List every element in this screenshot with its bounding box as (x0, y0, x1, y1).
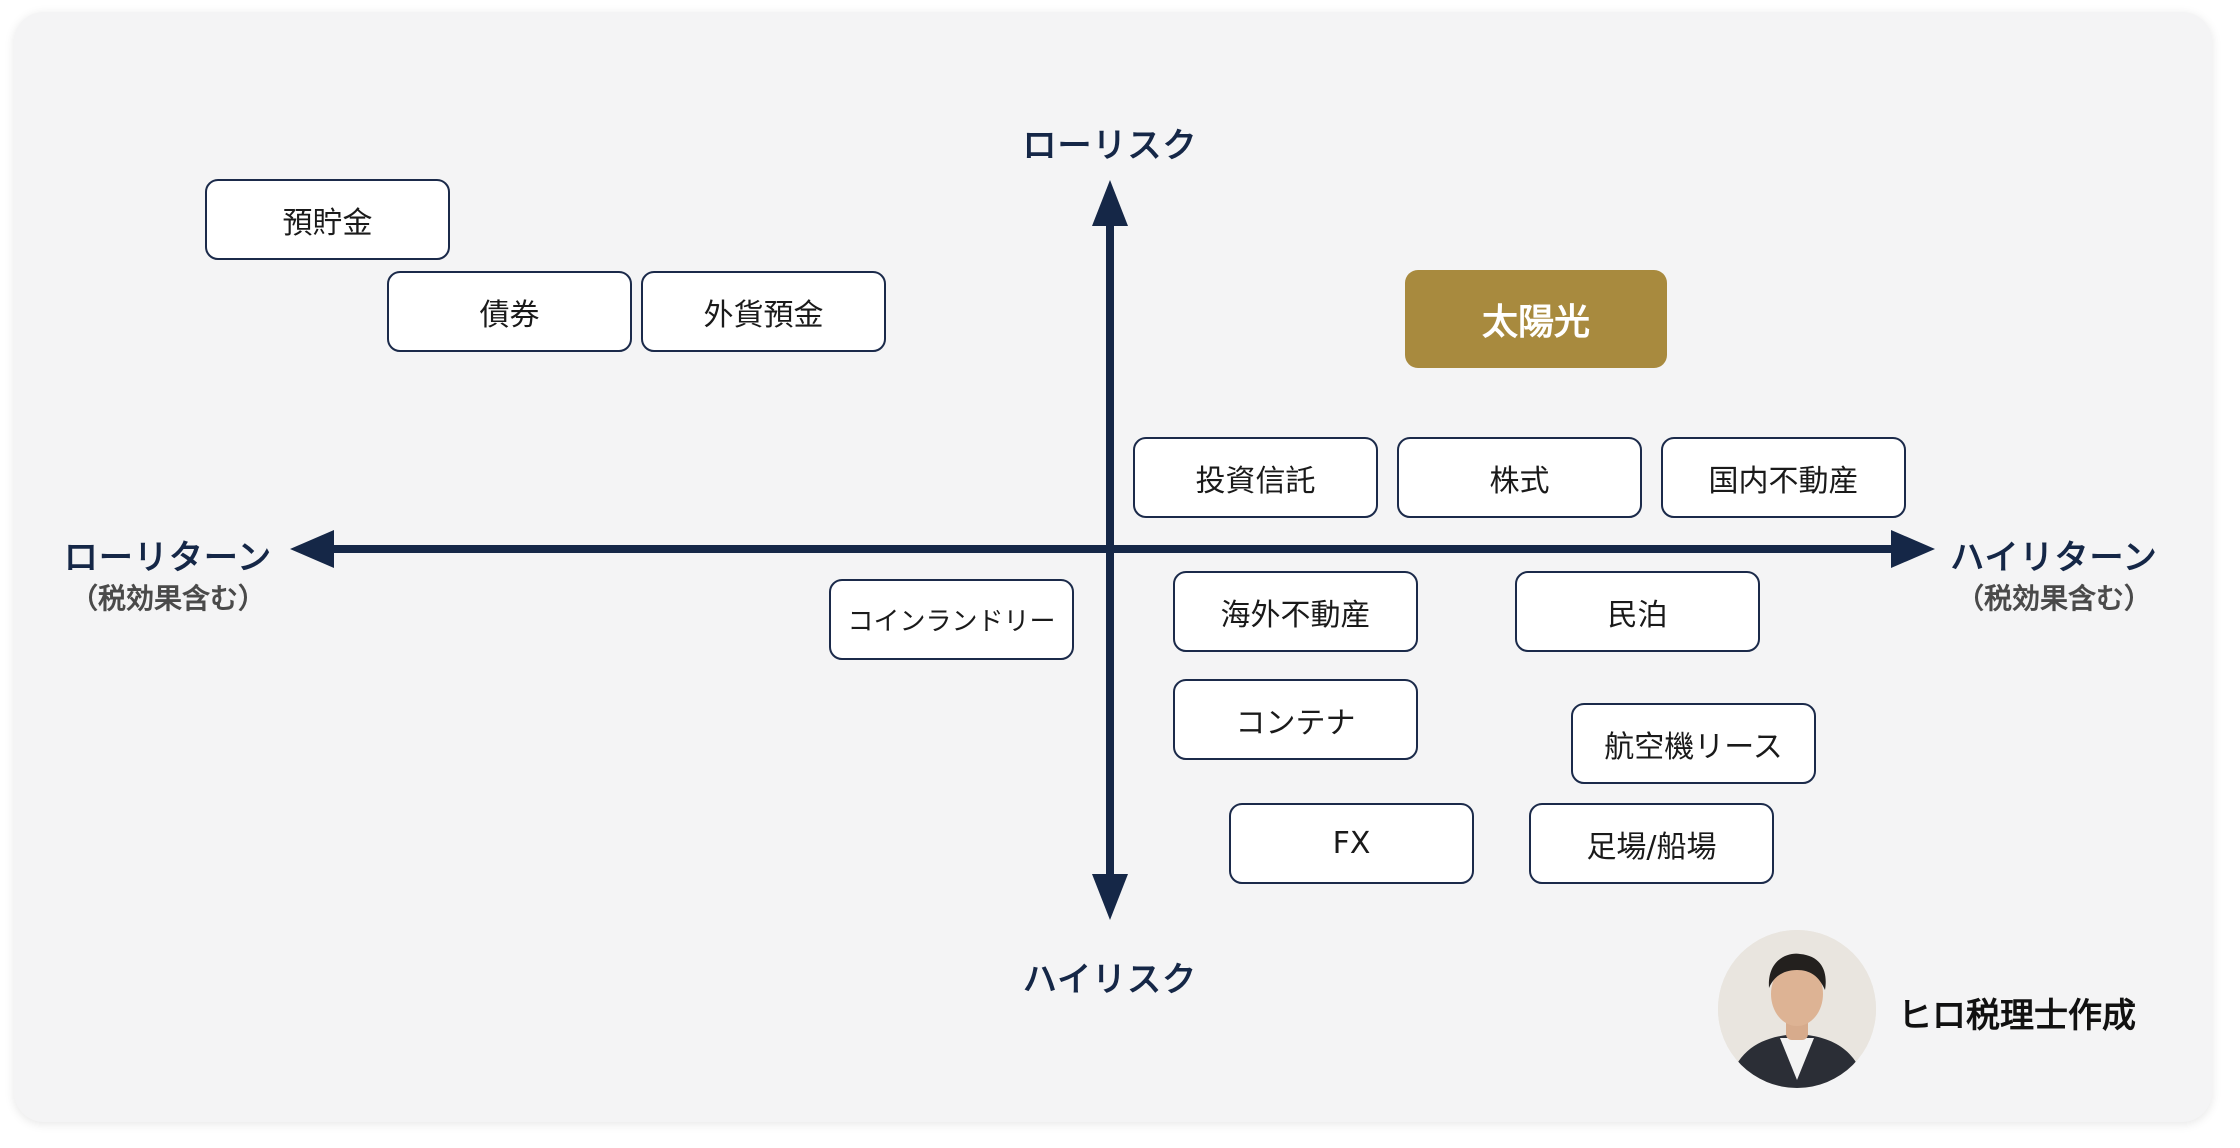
axis-label-high-return: ハイリターン (1950, 538, 2158, 578)
item-fx: FX (1229, 803, 1474, 884)
item-overseas-real-estate: 海外不動産 (1173, 571, 1418, 652)
item-scaffold-ship: 足場/船場 (1529, 803, 1774, 884)
axis-label-high-risk: ハイリスク (1022, 960, 1198, 1000)
left-arrowhead (290, 530, 334, 568)
author-credit: ヒロ税理士作成 (1898, 996, 2136, 1036)
item-minpaku: 民泊 (1515, 571, 1760, 652)
author-avatar (1718, 930, 1876, 1088)
item-container: コンテナ (1173, 679, 1418, 760)
top-arrowhead (1092, 180, 1128, 226)
item-coin-laundry: コインランドリー (829, 579, 1074, 660)
item-solar: 太陽光 (1405, 270, 1667, 368)
item-foreign-currency-deposit: 外貨預金 (641, 271, 886, 352)
axis-label-low-risk: ローリスク (1022, 126, 1198, 166)
item-domestic-real-estate: 国内不動産 (1661, 437, 1906, 518)
axis-label-low-return: ローリターン (63, 538, 273, 578)
item-deposit: 預貯金 (205, 179, 450, 260)
axis-sublabel-right: （税効果含む） (1955, 582, 2152, 615)
item-mutual-fund: 投資信託 (1133, 437, 1378, 518)
item-stock: 株式 (1397, 437, 1642, 518)
right-arrowhead (1891, 530, 1935, 568)
item-bond: 債券 (387, 271, 632, 352)
axis-sublabel-left: （税効果含む） (69, 582, 266, 615)
bottom-arrowhead (1092, 874, 1128, 920)
item-aircraft-lease: 航空機リース (1571, 703, 1816, 784)
